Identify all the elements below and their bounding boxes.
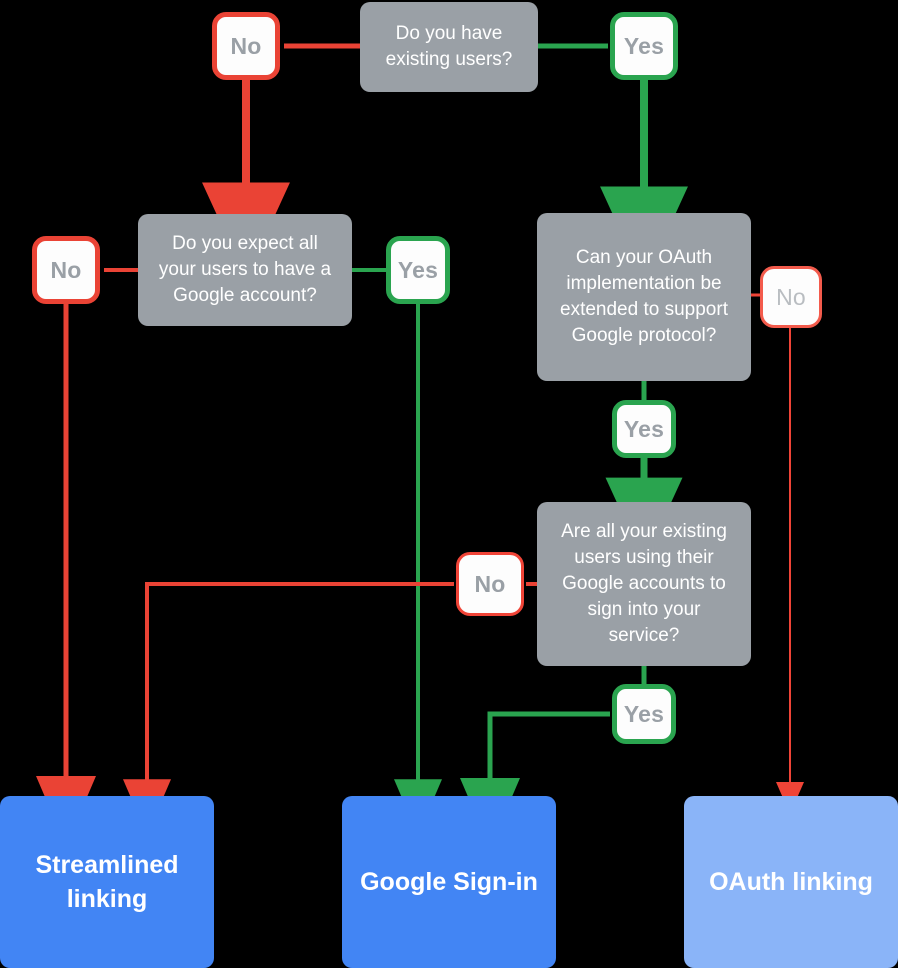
edge-no4-to-streamlined xyxy=(123,582,454,836)
chip-yes-google-accounts-signin[interactable]: Yes xyxy=(612,684,676,744)
chip-no-oauth-extendable[interactable]: No xyxy=(760,266,822,328)
question-box-google-accounts-signin: Are all your existing users using their … xyxy=(537,502,751,666)
chip-yes-existing-users[interactable]: Yes xyxy=(610,12,678,80)
outcome-google-sign-in[interactable]: Google Sign-in xyxy=(342,796,556,968)
question-box-google-account: Do you expect all your users to have a G… xyxy=(138,214,352,326)
chip-yes-google-account[interactable]: Yes xyxy=(386,236,450,304)
outcome-streamlined-linking[interactable]: Streamlined linking xyxy=(0,796,214,968)
outcome-oauth-linking[interactable]: OAuth linking xyxy=(684,796,898,968)
chip-yes-oauth-extendable[interactable]: Yes xyxy=(612,400,676,458)
edge-yes4-to-gsi xyxy=(460,711,610,848)
question-box-existing-users: Do you have existing users? xyxy=(360,2,538,92)
chip-no-google-account[interactable]: No xyxy=(32,236,100,304)
question-box-oauth-extendable: Can your OAuth implementation be extende… xyxy=(537,213,751,381)
chip-no-google-accounts-signin[interactable]: No xyxy=(456,552,524,616)
chip-no-existing-users[interactable]: No xyxy=(212,12,280,80)
